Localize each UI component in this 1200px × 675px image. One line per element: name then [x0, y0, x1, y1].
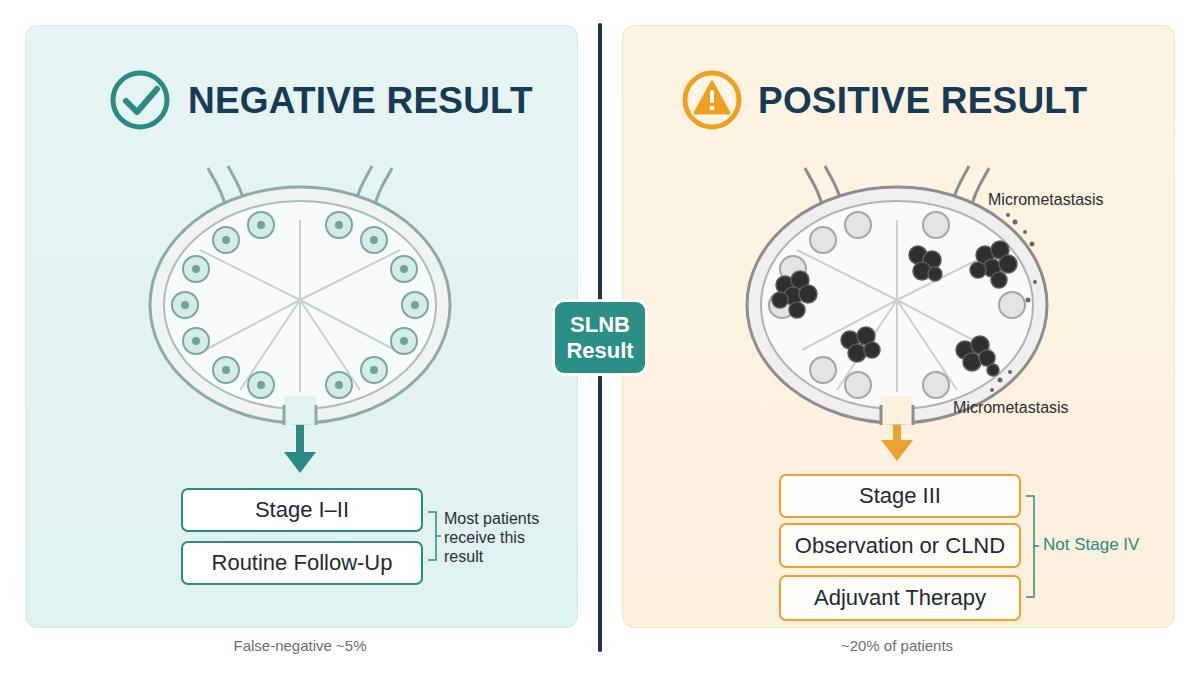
callout-label: Micrometastasis [988, 190, 1158, 209]
outcome-box: Stage III [779, 474, 1021, 518]
badge-text: SLNB Result [565, 312, 635, 363]
outcome-box: Observation or CLND [779, 523, 1021, 568]
box-text: Adjuvant Therapy [814, 585, 986, 611]
box-text: Stage I–II [255, 497, 349, 523]
center-badge: SLNB Result [555, 302, 645, 373]
outcome-box: Stage I–II [181, 488, 423, 532]
outcome-box: Adjuvant Therapy [779, 575, 1021, 621]
box-text: Observation or CLND [795, 533, 1005, 559]
footnote: ~20% of patients [747, 637, 1047, 655]
panel-heading: POSITIVE RESULT [758, 80, 1087, 122]
callout-label: Micrometastasis [953, 398, 1123, 417]
bracket-note: Most patients receive this result [444, 509, 562, 567]
bracket-note: Not Stage IV [1043, 535, 1168, 555]
box-text: Stage III [859, 483, 941, 509]
footnote: False-negative ~5% [150, 637, 450, 655]
outcome-box: Routine Follow-Up [181, 541, 423, 585]
panel-heading: NEGATIVE RESULT [188, 80, 533, 122]
box-text: Routine Follow-Up [212, 550, 393, 576]
